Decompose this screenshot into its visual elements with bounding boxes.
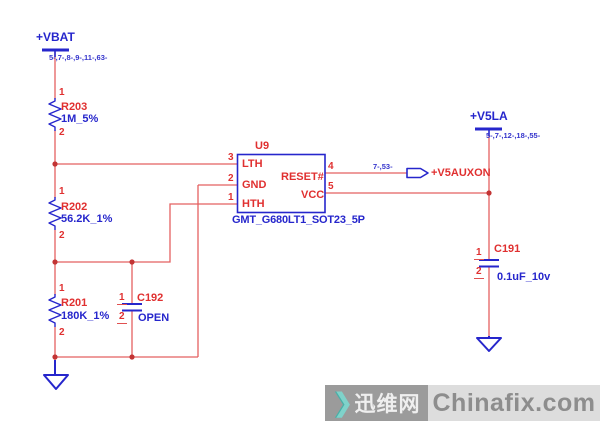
u9-pin1-number: 1 [228,192,234,203]
u9-pin2-number: 2 [228,173,234,184]
net-arrow-icon [406,167,429,179]
r202-pin1: 1 [59,186,65,197]
v5la-rail-label: +V5LA [470,109,508,123]
u9-pin-gnd-label: GND [242,179,267,191]
u9-pin3-number: 3 [228,152,234,163]
r202-symbol [48,197,62,230]
u9-pin-reset-label: RESET# [281,171,324,183]
c191-pin2: 2 [474,266,484,279]
r202-value: 56.2K_1% [61,213,113,225]
r203-value: 1M_5% [61,113,99,125]
ground-symbols [43,336,502,390]
r203-pin1: 1 [59,87,65,98]
c192-pin1: 1 [117,292,127,305]
watermark-brand-en: Chinafix.com [432,388,596,417]
chevron-icon: ❯ [332,387,354,418]
r202-pin2: 2 [59,230,65,241]
c191-refdes: C191 [494,243,521,255]
vbat-rail-label: +VBAT [36,30,75,44]
u9-pin-lth-label: LTH [242,158,263,170]
vbat-rail-symbol [42,48,69,57]
resistor-symbols [48,98,62,327]
ground-left [43,360,69,390]
capacitor-symbols [122,259,499,312]
v5auxon-net-label: +V5AUXON [431,167,491,179]
r201-symbol [48,294,62,327]
c192-value: OPEN [138,312,170,324]
ground-right [476,336,502,352]
v5auxon-node-refs: 7-,53- [373,162,393,171]
c192-pin2: 2 [117,311,127,324]
r203-symbol [48,98,62,131]
c191-pin1: 1 [474,247,484,260]
watermark-en-box: Chinafix.com [428,385,600,421]
c191-symbol [479,259,499,268]
u9-pin-vcc-label: VCC [301,189,325,201]
r203-refdes: R203 [61,101,88,113]
wire-net [54,52,490,360]
vbat-node-refs: 5-,7-,8-,9-,11-,63- [49,53,108,62]
watermark-brand-cn: 迅维网 [354,393,421,416]
u9-part-number: GMT_G680LT1_SOT23_5P [232,214,365,226]
c191-value: 0.1uF_10v [497,271,551,283]
r203-pin2: 2 [59,127,65,138]
watermark: ❯ 迅维网 Chinafix.com [325,385,600,421]
u9-body [236,153,326,214]
u9-refdes: U9 [255,140,270,152]
r201-pin2: 2 [59,327,65,338]
u9-pin-hth-label: HTH [242,198,265,210]
u9-pin4-number: 4 [328,161,334,172]
junction-dots [52,161,492,360]
u9-pin5-number: 5 [328,181,334,192]
r201-value: 180K_1% [61,310,110,322]
r201-refdes: R201 [61,297,88,309]
v5la-rail-symbol [475,127,502,136]
c192-refdes: C192 [137,292,164,304]
r201-pin1: 1 [59,283,65,294]
watermark-cn-box: ❯ 迅维网 [325,385,428,421]
r202-refdes: R202 [61,201,88,213]
v5la-node-refs: 5-,7-,12-,18-,55- [486,131,541,140]
